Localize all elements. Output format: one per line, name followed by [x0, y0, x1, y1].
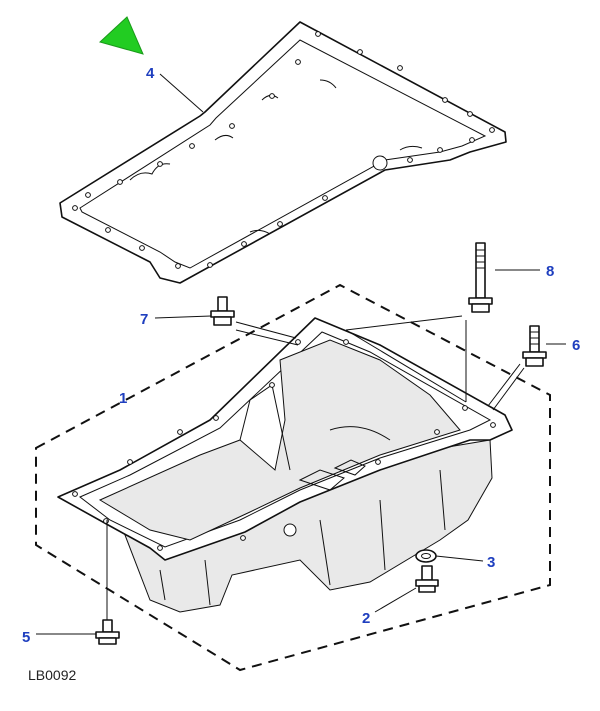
- callout-2: 2: [362, 610, 370, 627]
- callout-6: 6: [572, 337, 580, 354]
- callout-3: 3: [487, 554, 495, 571]
- assembly-outline: [35, 283, 551, 672]
- long-bolt[interactable]: [468, 242, 493, 313]
- short-bolt[interactable]: [95, 619, 120, 645]
- oil-pan[interactable]: [57, 317, 513, 613]
- callout-1: 1: [119, 390, 127, 407]
- leader-lines: [36, 73, 566, 635]
- drain-plug[interactable]: [415, 565, 439, 593]
- flange-bolt[interactable]: [210, 296, 235, 326]
- green-arrow-icon: [99, 16, 144, 55]
- drawing-reference: LB0092: [28, 667, 76, 683]
- medium-bolt[interactable]: [522, 325, 547, 367]
- callout-4: 4: [146, 65, 155, 82]
- callout-8: 8: [546, 263, 554, 280]
- oil-pan-gasket[interactable]: [59, 21, 507, 284]
- callout-5: 5: [22, 629, 30, 646]
- callout-7: 7: [140, 311, 148, 328]
- drain-plug-washer[interactable]: [415, 549, 437, 563]
